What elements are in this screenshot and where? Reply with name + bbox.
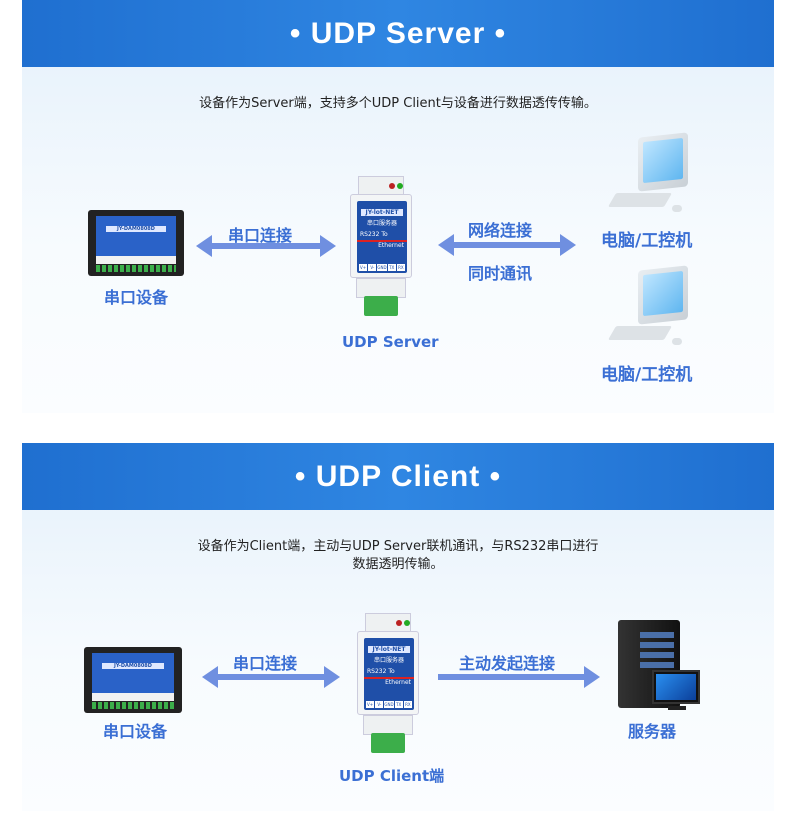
device-label: UDP Client端 [339, 767, 445, 785]
server-label: 服务器 [628, 722, 677, 741]
server-icon [612, 620, 702, 720]
pc-icon [607, 132, 692, 225]
pc-label: 电脑/工控机 [601, 231, 693, 251]
serial-link-label: 串口连接 [228, 226, 293, 245]
device-label: UDP Server [342, 333, 439, 351]
section-description: 设备作为Server端，支持多个UDP Client与设备进行数据透传传输。 [199, 96, 597, 111]
serial-device-label: 串口设备 [103, 722, 168, 741]
serial-link-label: 串口连接 [233, 654, 298, 673]
pc-icon [607, 265, 692, 358]
simultaneous-label: 同时通讯 [468, 264, 533, 283]
double-arrow [202, 666, 340, 688]
pc-label: 电脑/工控机 [601, 365, 693, 385]
double-arrow [438, 234, 576, 256]
section-title: • UDP Server • [22, 0, 774, 67]
section-description-line1: 设备作为Client端，主动与UDP Server联机通讯，与RS232串口进行 [197, 539, 599, 554]
right-arrow [438, 666, 600, 688]
section-title: • UDP Client • [22, 443, 774, 510]
section-description-line2: 数据透明传输。 [352, 557, 444, 572]
serial-device-image: JY-DAM0808D [88, 210, 184, 276]
serial-device-label: 串口设备 [104, 288, 169, 307]
double-arrow [196, 235, 336, 257]
network-link-label: 网络连接 [468, 221, 533, 240]
active-link-label: 主动发起连接 [459, 654, 556, 673]
serial-device-image: JY-DAM0808D [84, 647, 182, 713]
